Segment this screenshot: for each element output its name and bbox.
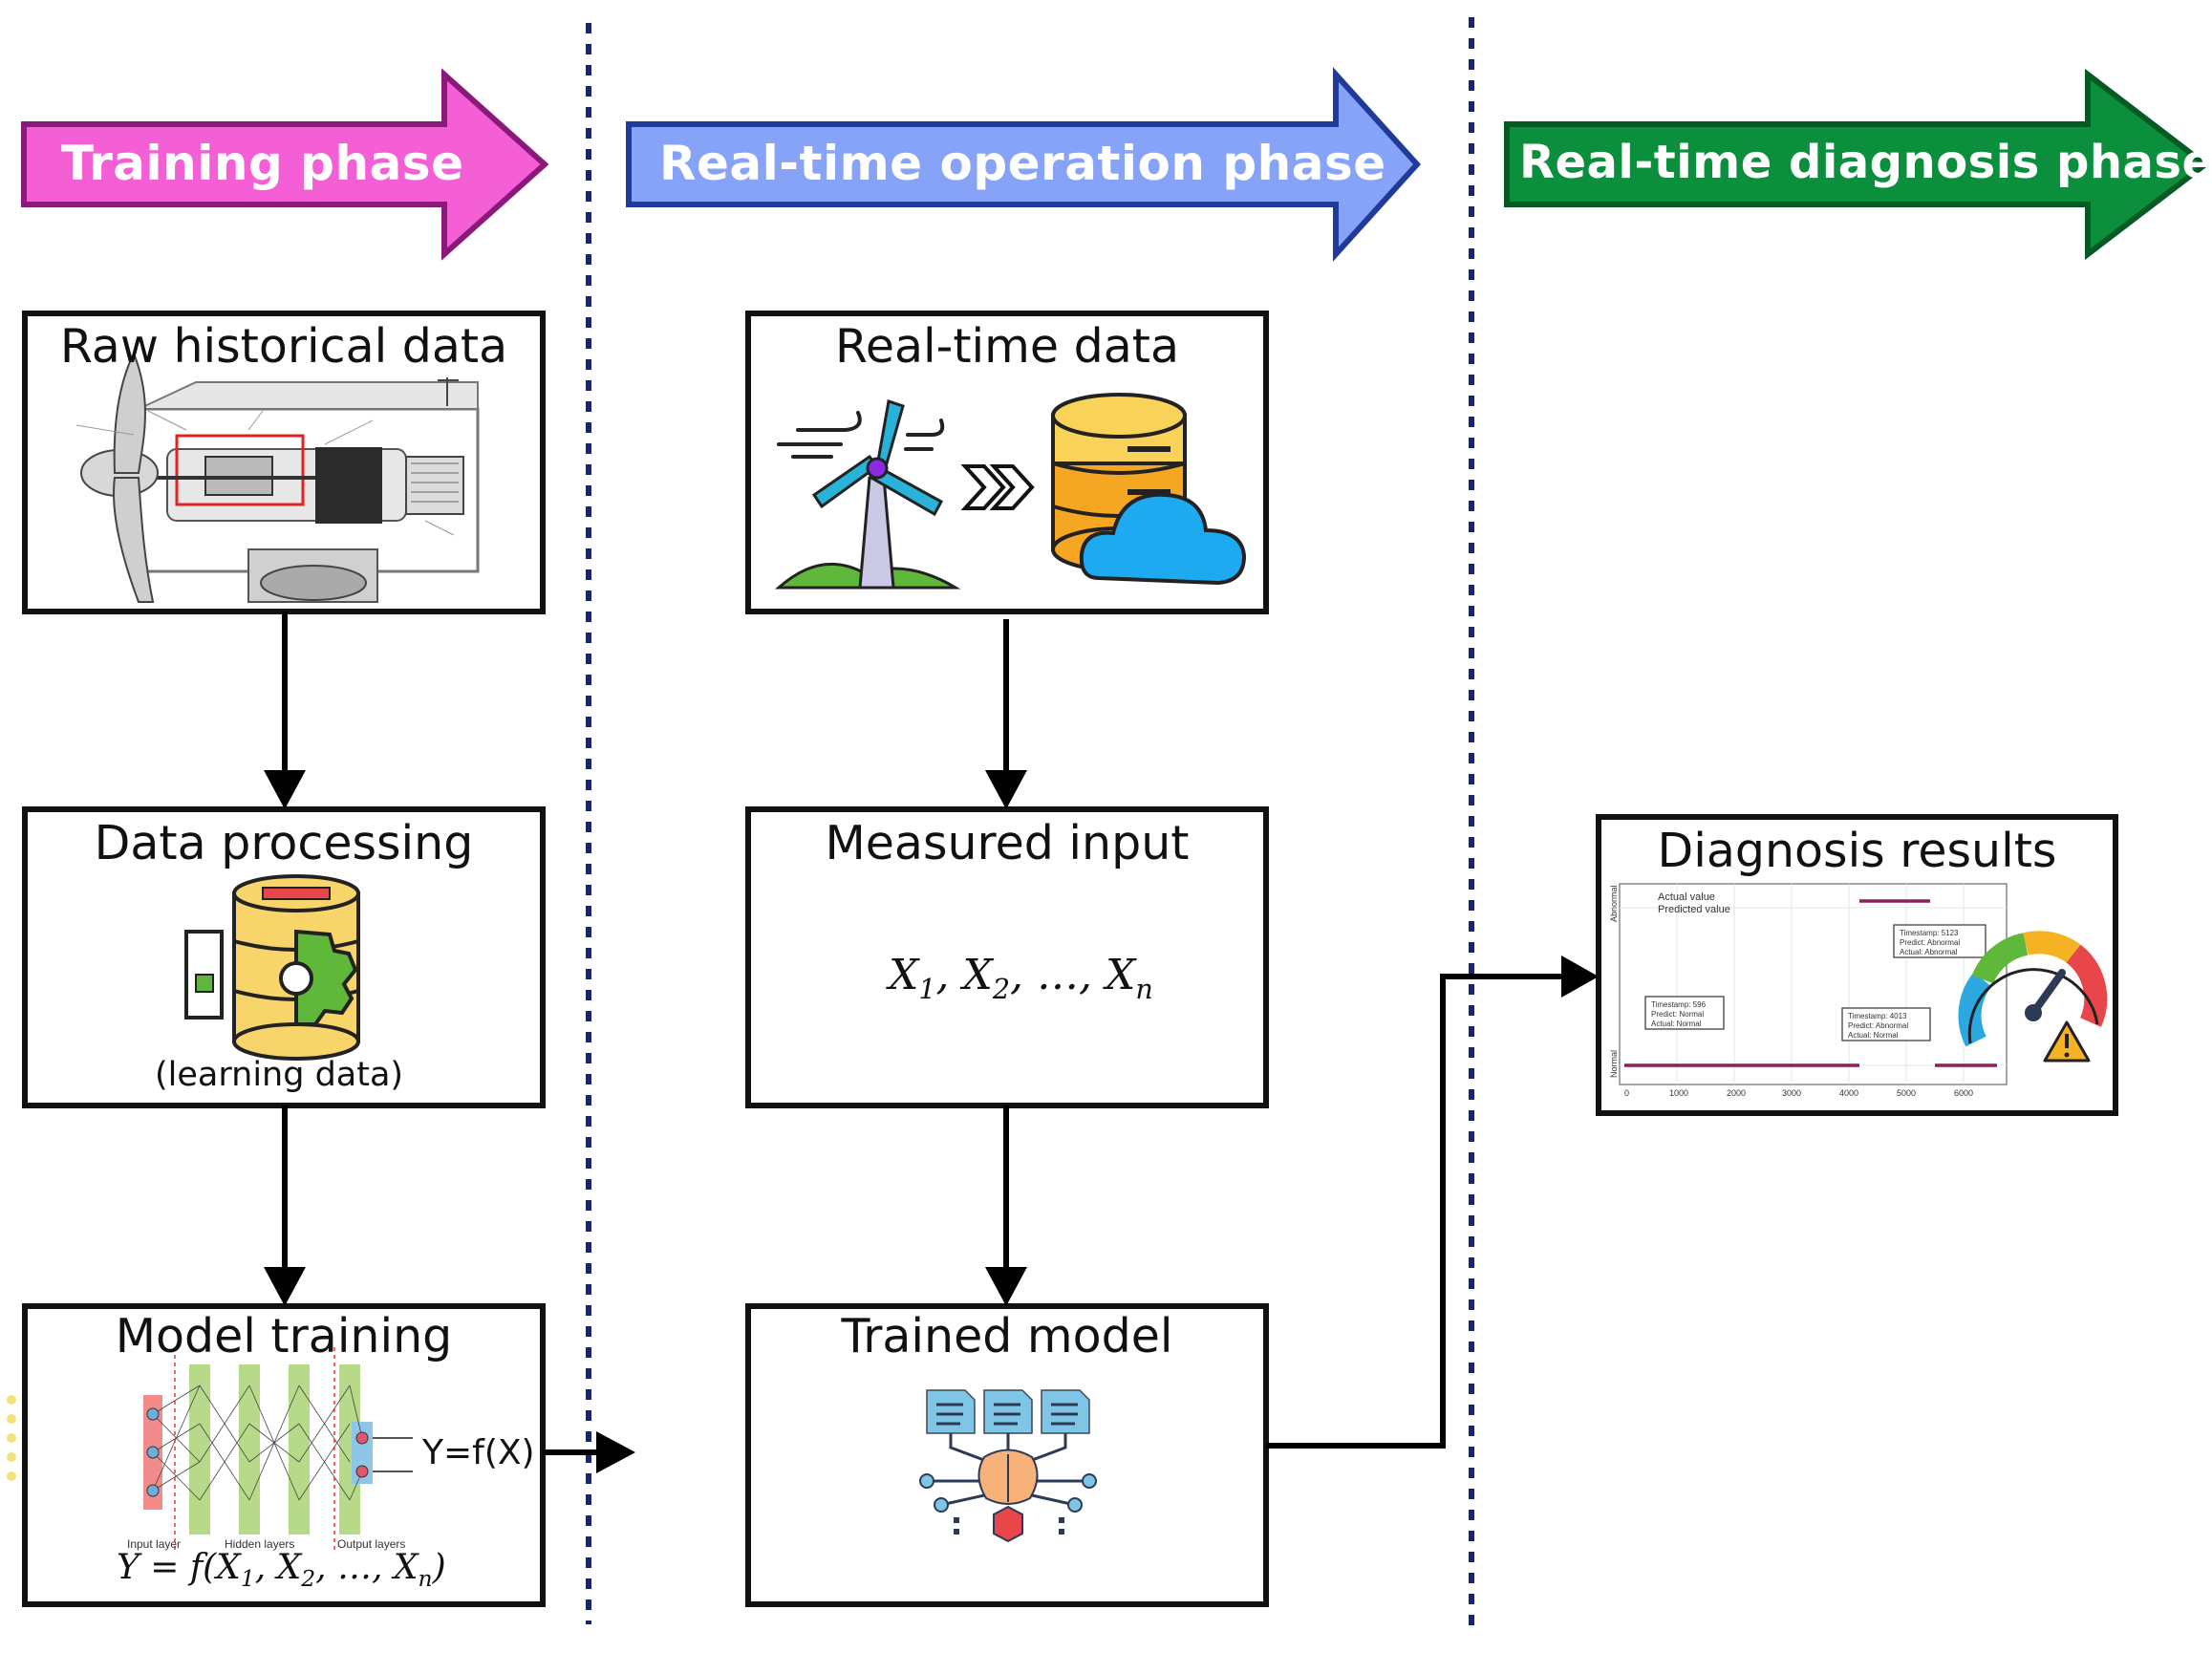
nn-label-input: Input layer (127, 1537, 181, 1551)
real-time-data-title: Real-time data (835, 319, 1179, 374)
wind-turbine-icon (775, 399, 961, 590)
diag-annotation-1-line: Timestamp: 596 (1651, 1000, 1707, 1009)
ai-brain-icon (919, 1389, 1097, 1543)
diagnosis-chart: Actual value Predicted value Abnormal No… (1609, 883, 2008, 1098)
diag-xtick: 2000 (1727, 1088, 1746, 1098)
operation-phase-label: Real-time operation phase (659, 136, 1386, 191)
diag-xtick: 0 (1624, 1088, 1629, 1098)
diagnosis-results-title: Diagnosis results (1657, 824, 2057, 878)
database-cloud-icon (1051, 393, 1247, 586)
diag-xtick: 6000 (1954, 1088, 1973, 1098)
database-gear-icon (184, 874, 360, 1061)
model-equation: Y = f(X1, X2, …, Xn) (117, 1548, 446, 1593)
diag-annotation-3-line: Predict: Abnormal (1900, 938, 1960, 947)
wind-turbine-schematic-icon (75, 351, 480, 603)
diagnosis-phase-label: Real-time diagnosis phase (1519, 136, 2212, 189)
raw-historical-data-title: Raw historical data (59, 319, 508, 374)
measured-input-box (745, 806, 1269, 1108)
data-processing-title: Data processing (94, 816, 474, 870)
diag-annotation-3-line: Timestamp: 5123 (1900, 929, 1959, 937)
diag-annotation-2-line: Timestamp: 4013 (1848, 1012, 1907, 1020)
measured-input-title: Measured input (825, 816, 1190, 870)
diag-xtick: 4000 (1839, 1088, 1858, 1098)
diag-annotation-2-line: Actual: Normal (1848, 1031, 1899, 1040)
diag-xtick: 1000 (1669, 1088, 1688, 1098)
diag-annotation-1-line: Actual: Normal (1651, 1020, 1702, 1028)
diag-legend-2: Predicted value (1658, 904, 1730, 915)
training-phase-label: Training phase (61, 136, 464, 191)
operation-phase-arrow (626, 67, 1422, 262)
measured-input-equation: X1, X2, …, Xn (889, 951, 1153, 1005)
flow-arrows (264, 612, 1599, 1473)
diag-legend-1: Actual value (1658, 891, 1715, 903)
diag-xtick: 3000 (1782, 1088, 1801, 1098)
diag-ytick-normal: Normal (1609, 1050, 1619, 1078)
gauge-warning-icon (1958, 931, 2108, 1063)
nn-label-hidden: Hidden layers (225, 1537, 294, 1551)
diag-annotation-2-line: Predict: Abnormal (1848, 1021, 1908, 1030)
diag-ytick-abnormal: Abnormal (1609, 885, 1619, 922)
learning-data-caption: (learning data) (155, 1056, 404, 1094)
neural-network-icon: Input layer Hidden layers Output layers (7, 1347, 413, 1553)
diag-annotation-1-line: Predict: Normal (1651, 1010, 1704, 1019)
trained-model-title: Trained model (841, 1309, 1173, 1363)
fast-forward-icon (960, 464, 1035, 510)
diag-annotation-3-line: Actual: Abnormal (1900, 948, 1958, 956)
nn-label-output: Output layers (337, 1537, 405, 1551)
diagnosis-phase-arrow (1504, 68, 2210, 261)
function-label: Y=f(X) (422, 1433, 535, 1472)
diag-xtick: 5000 (1897, 1088, 1916, 1098)
training-phase-arrow (21, 68, 549, 261)
model-training-title: Model training (115, 1309, 453, 1363)
